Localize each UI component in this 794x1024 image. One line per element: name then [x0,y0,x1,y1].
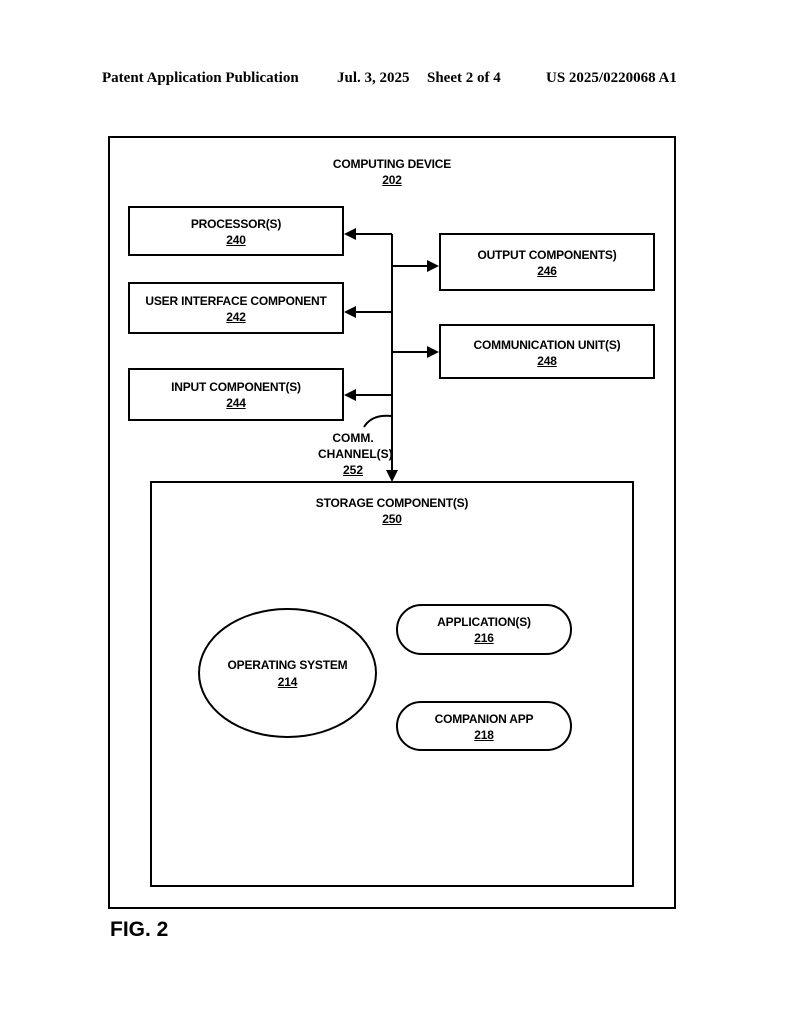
arrowhead-ui [344,306,356,318]
processor-ref: 240 [226,233,246,247]
storage-component-ref: 250 [382,512,402,526]
user-interface-component-ref: 242 [226,310,246,324]
companion-app-pill: COMPANION APP 218 [396,701,572,751]
figure-label: FIG. 2 [110,918,169,941]
output-components-title: OUTPUT COMPONENTS) [477,248,617,262]
companion-app-ref: 218 [474,728,494,742]
computing-device-title: COMPUTING DEVICE [332,157,452,171]
communication-unit-box: COMMUNICATION UNIT(S) 248 [439,324,655,379]
processor-box: PROCESSOR(S) 240 [128,206,344,256]
arrowhead-output [427,260,439,272]
input-component-box: INPUT COMPONENT(S) 244 [128,368,344,421]
input-component-ref: 244 [226,396,246,410]
sheet-number: Sheet 2 of 4 [427,70,501,86]
user-interface-component-box: USER INTERFACE COMPONENT 242 [128,282,344,334]
output-components-box: OUTPUT COMPONENTS) 246 [439,233,655,291]
applications-ref: 216 [474,631,494,645]
communication-unit-title: COMMUNICATION UNIT(S) [473,338,621,352]
operating-system-shape: OPERATING SYSTEM 214 [198,608,377,738]
applications-pill: APPLICATION(S) 216 [396,604,572,655]
arrowhead-storage [386,470,398,482]
input-component-title: INPUT COMPONENT(S) [171,380,301,394]
arrowhead-input [344,389,356,401]
storage-component-title: STORAGE COMPONENT(S) [315,496,469,510]
operating-system-title: OPERATING SYSTEM [227,658,348,672]
user-interface-component-title: USER INTERFACE COMPONENT [145,294,327,308]
computing-device-ref: 202 [382,173,402,187]
arrowhead-comm-unit [427,346,439,358]
comm-channel-label-line2: CHANNEL(S) [318,447,393,461]
applications-title: APPLICATION(S) [437,615,531,629]
processor-title: PROCESSOR(S) [190,217,282,231]
publication-title: Patent Application Publication [102,70,299,86]
patent-number: US 2025/0220068 A1 [546,70,677,86]
arrowhead-processor [344,228,356,240]
operating-system-ref: 214 [277,675,298,689]
channel-leader-curve [363,414,393,428]
comm-channel-label-line1: COMM. [332,431,374,445]
output-components-ref: 246 [537,264,557,278]
companion-app-title: COMPANION APP [434,712,534,726]
comm-channel-ref: 252 [342,463,364,477]
communication-unit-ref: 248 [537,354,557,368]
publication-date: Jul. 3, 2025 [337,70,410,86]
